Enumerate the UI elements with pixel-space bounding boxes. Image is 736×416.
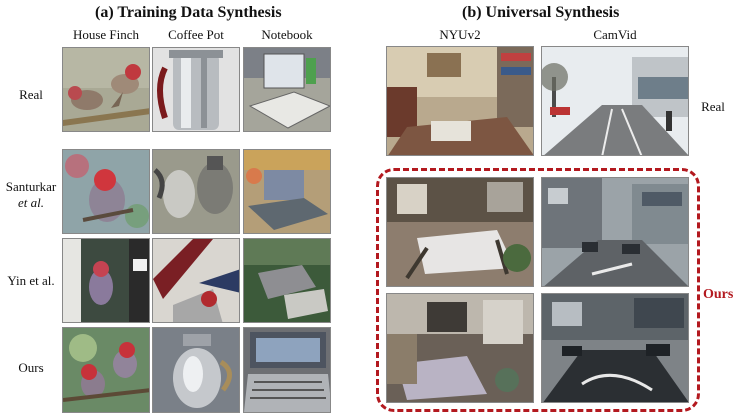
image-ours-coffee-pot bbox=[152, 327, 240, 413]
image-ours-camvid-1 bbox=[541, 177, 689, 287]
image-santurkar-coffee-pot bbox=[152, 149, 240, 234]
image-yin-coffee-pot bbox=[152, 238, 240, 323]
row-label-santurkar: Santurkar et al. bbox=[0, 179, 62, 211]
column-header-notebook: Notebook bbox=[261, 27, 313, 42]
row-label-yin: Yin et al. bbox=[7, 273, 55, 288]
column-header-camvid: CamVid bbox=[593, 27, 637, 42]
image-yin-house-finch bbox=[62, 238, 150, 323]
image-santurkar-house-finch bbox=[62, 149, 150, 234]
ours-highlight-box bbox=[376, 168, 700, 412]
row-label-santurkar-name: Santurkar bbox=[5, 179, 57, 194]
image-real-camvid bbox=[541, 46, 689, 156]
image-real-nyuv2 bbox=[386, 46, 534, 156]
image-real-notebook bbox=[243, 47, 331, 132]
image-ours-notebook bbox=[243, 327, 331, 413]
column-header-nyuv2: NYUv2 bbox=[439, 27, 481, 42]
right-panel-title: (b) Universal Synthesis bbox=[462, 4, 620, 21]
column-header-house-finch: House Finch bbox=[72, 27, 140, 42]
image-santurkar-notebook bbox=[243, 149, 331, 234]
image-real-house-finch bbox=[62, 47, 150, 132]
image-ours-nyuv2-1 bbox=[386, 177, 534, 287]
image-yin-notebook bbox=[243, 238, 331, 323]
row-label-santurkar-suffix: et al. bbox=[18, 195, 44, 210]
image-real-coffee-pot bbox=[152, 47, 240, 132]
image-ours-nyuv2-2 bbox=[386, 293, 534, 403]
left-panel-title: (a) Training Data Synthesis bbox=[95, 4, 282, 21]
column-header-coffee-pot: Coffee Pot bbox=[168, 27, 224, 42]
row-label-real-right: Real bbox=[701, 99, 725, 114]
row-label-real: Real bbox=[19, 87, 43, 102]
row-label-ours-right: Ours bbox=[703, 287, 734, 302]
image-ours-house-finch bbox=[62, 327, 150, 413]
row-label-ours: Ours bbox=[18, 360, 44, 375]
image-ours-camvid-2 bbox=[541, 293, 689, 403]
